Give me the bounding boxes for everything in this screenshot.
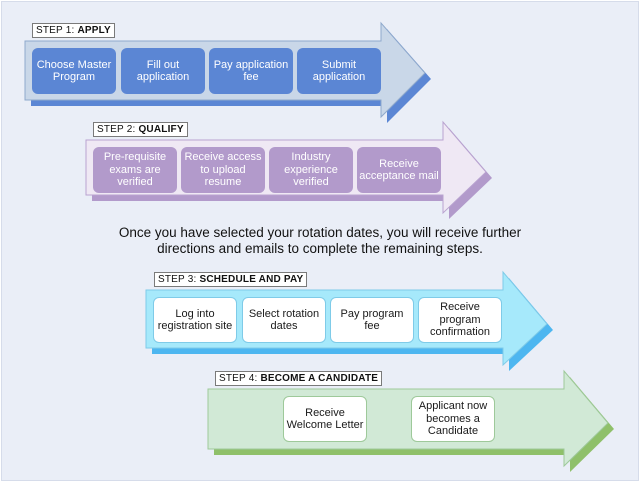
step-item-text: Choose Master Program [36,58,112,84]
step-1-item: Choose Master Program [32,48,116,94]
step-item-text: Pay program fee [340,307,404,333]
step-3-item: Log into registration site [153,297,237,343]
step-item-text: Receive Welcome Letter [286,406,364,432]
step-3-item: Select rotation dates [242,297,326,343]
step-item-text: Applicant now becomes a Candidate [418,400,488,438]
step-item-text: Receive acceptance mail [359,157,439,183]
step-2-item: Industry experience verified [269,147,353,193]
note-line-2: directions and emails to complete the re… [157,241,483,256]
step-1-label: STEP 1: APPLY [32,23,115,38]
step-1-item: Submit application [297,48,381,94]
step-item-text: Fill out application [136,58,190,84]
step-1-item: Pay application fee [209,48,293,94]
step-4-item: Receive Welcome Letter [283,396,367,442]
step-2-item: Receive acceptance mail [357,147,441,193]
step-item-text: Submit application [312,58,366,84]
step-4-number: STEP 4: [219,373,258,384]
instruction-note: Once you have selected your rotation dat… [60,225,580,257]
step-item-text: Select rotation dates [248,307,320,333]
step-1-item: Fill out application [121,48,205,94]
step-4-arrow-body [207,369,609,468]
step-2-number: STEP 2: [97,124,136,135]
step-3-label: STEP 3: SCHEDULE AND PAY [154,272,308,287]
step-item-text: Receive program confirmation [430,301,490,339]
step-1-title: APPLY [77,25,111,36]
step-item-text: Receive access to upload resume [184,151,262,189]
step-3-item: Receive program confirmation [418,297,502,343]
step-3-title: SCHEDULE AND PAY [199,274,304,285]
step-3-number: STEP 3: [158,274,197,285]
step-item-text: Pre-requisite exams are verified [103,151,167,189]
step-2-label: STEP 2: QUALIFY [93,122,188,137]
step-4-label: STEP 4: BECOME A CANDIDATE [215,371,383,386]
step-2-item: Receive access to upload resume [181,147,265,193]
step-item-text: Log into registration site [157,307,233,333]
note-line-1: Once you have selected your rotation dat… [118,225,522,240]
step-4-item: Applicant now becomes a Candidate [411,396,495,442]
step-2-item: Pre-requisite exams are verified [93,147,177,193]
step-item-text: Pay application fee [213,58,289,84]
step-4-title: BECOME A CANDIDATE [260,373,379,384]
step-item-text: Industry experience verified [284,151,338,189]
step-2-title: QUALIFY [138,124,184,135]
step-3-item: Pay program fee [330,297,414,343]
step-1-number: STEP 1: [36,25,75,36]
